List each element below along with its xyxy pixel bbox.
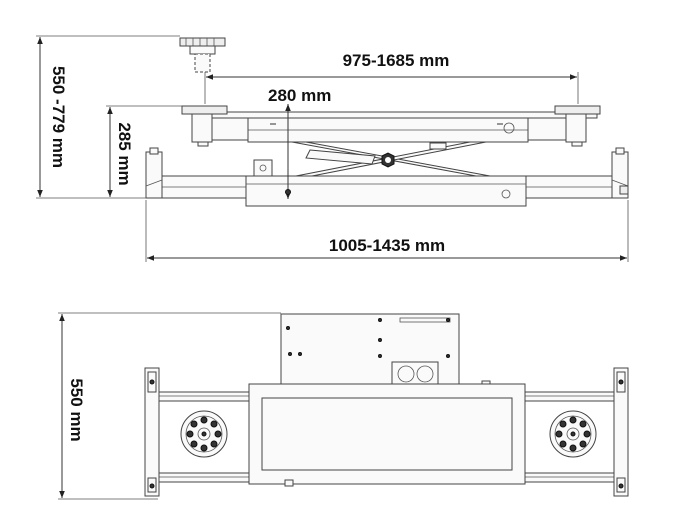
extended-pad [179,37,226,73]
arm-span-dimension: 975-1685 mm [204,51,579,104]
left-arm-pad [181,105,228,147]
total-height-dimension: 550 -779 mm [36,35,180,199]
depth-dimension: 550 mm [58,312,281,500]
left-end-bracket [144,367,160,497]
right-arm-pad [554,105,601,147]
central-body [248,383,526,487]
right-end-bracket [613,367,629,497]
top-view: 550 mm [58,312,629,500]
min-height-label: 285 mm [115,122,134,185]
scissor-linkage [253,141,491,177]
stroke-dimension: 280 mm [268,86,331,199]
min-height-dimension: 285 mm [106,105,182,197]
depth-label: 550 mm [67,378,86,441]
stroke-label: 280 mm [268,86,331,105]
base-width-dimension: 1005-1435 mm [145,200,629,262]
upper-beam [199,111,598,143]
mounting-plate [280,313,491,387]
arm-span-label: 975-1685 mm [343,51,450,70]
left-lifting-pad [180,410,228,458]
base-width-label: 1005-1435 mm [329,236,445,255]
total-height-label: 550 -779 mm [49,66,68,168]
right-lifting-pad [549,410,597,458]
side-view: 975-1685 mm 280 mm 550 -779 mm 285 mm 10… [36,35,629,262]
base-frame [145,147,629,207]
